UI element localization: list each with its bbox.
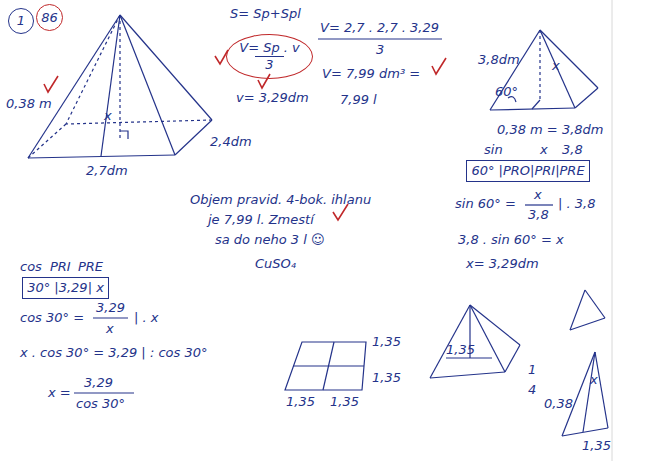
equation: x — [106, 321, 114, 337]
formula: V= 7,99 dm³ = — [322, 66, 420, 82]
small-pyramid — [490, 30, 598, 110]
dimension: x — [552, 58, 560, 74]
table-header: PRI — [50, 259, 71, 275]
equation: x — [534, 187, 542, 203]
dimension: 2,7dm — [86, 163, 128, 179]
equation: cos 30° — [76, 396, 125, 412]
dimension: 1,35 — [286, 394, 315, 410]
formula: v= 3,29dm — [236, 90, 309, 106]
formula: 3 — [376, 42, 384, 58]
table-header: PRE — [78, 259, 103, 275]
equation: cos 30° = — [20, 310, 84, 326]
check-marks — [44, 50, 446, 220]
equation: 3,8 — [528, 207, 549, 223]
formula: S= Sp+Spl — [230, 6, 301, 22]
callout-circle: 1 — [8, 8, 34, 34]
equation: | . 3,8 — [558, 196, 595, 212]
dimension: 0,38 m — [6, 96, 52, 112]
angle: 60° — [495, 84, 518, 100]
table-header: x — [540, 142, 548, 158]
quarter-pyramid — [430, 305, 520, 378]
equation: 3,8 . sin 60° = x — [458, 232, 564, 248]
table-header: sin — [484, 142, 503, 158]
fraction-bar — [525, 204, 553, 205]
equation: 3,29 — [84, 375, 113, 391]
formula: V= 2,7 . 2,7 . 3,29 — [320, 20, 439, 36]
equation: 3,29 — [96, 300, 125, 316]
triangle-table: 60° |PRO|PRI|PRE — [466, 160, 590, 182]
formula: 7,99 l — [340, 92, 377, 108]
score-circle: 86 — [36, 4, 63, 31]
equation: x = — [48, 385, 71, 401]
dimension: 1,35 — [446, 342, 475, 358]
fraction-bar — [318, 38, 442, 39]
corner-sketch — [570, 290, 605, 330]
equation: x= 3,29dm — [466, 256, 539, 272]
denominator: 3 — [255, 56, 283, 73]
half-pyramid — [562, 352, 608, 436]
equation: 0,38 m = 3,8dm — [497, 122, 604, 138]
dimension: 1,35 — [372, 370, 401, 386]
node-text: 86 — [41, 10, 58, 26]
dimension: 1,35 — [372, 334, 401, 350]
page-margin — [612, 0, 613, 461]
fraction-bar — [74, 392, 134, 393]
equation: | . x — [134, 310, 158, 326]
chemical-formula: CuSO₄ — [255, 256, 296, 272]
node-text: 60° |PRO|PRI|PRE — [471, 163, 584, 179]
dimension: 2,4dm — [210, 134, 252, 150]
dimension: x — [104, 108, 112, 124]
equation: sin 60° = — [455, 196, 516, 212]
note: Objem pravid. 4-bok. ihlanu — [190, 192, 371, 208]
formula-ellipse: V= Sp . v3 — [226, 34, 313, 79]
node-text: 30° |3,29| x — [27, 280, 104, 296]
dimension: 3,8dm — [478, 52, 520, 68]
note: je 7,99 l. Zmestí — [208, 212, 314, 228]
dimension: x — [590, 372, 598, 388]
equation: x . cos 30° = 3,29 | : cos 30° — [20, 345, 207, 361]
table-header: cos — [20, 259, 42, 275]
fraction: 1 — [528, 362, 536, 378]
node-text: V= Sp . v — [239, 40, 300, 56]
fraction: 4 — [528, 382, 536, 398]
main-pyramid — [28, 15, 212, 158]
dimension: 1,35 — [582, 438, 611, 454]
note: sa do neho 3 l ☺ — [215, 232, 324, 248]
table-header: 3,8 — [562, 142, 583, 158]
dimension: 1,35 — [330, 394, 359, 410]
base-square — [285, 342, 366, 390]
fraction-bar — [93, 317, 128, 318]
dimension: 0,38 — [544, 396, 573, 412]
triangle-table: 30° |3,29| x — [22, 277, 109, 299]
node-text: 1 — [17, 13, 25, 29]
